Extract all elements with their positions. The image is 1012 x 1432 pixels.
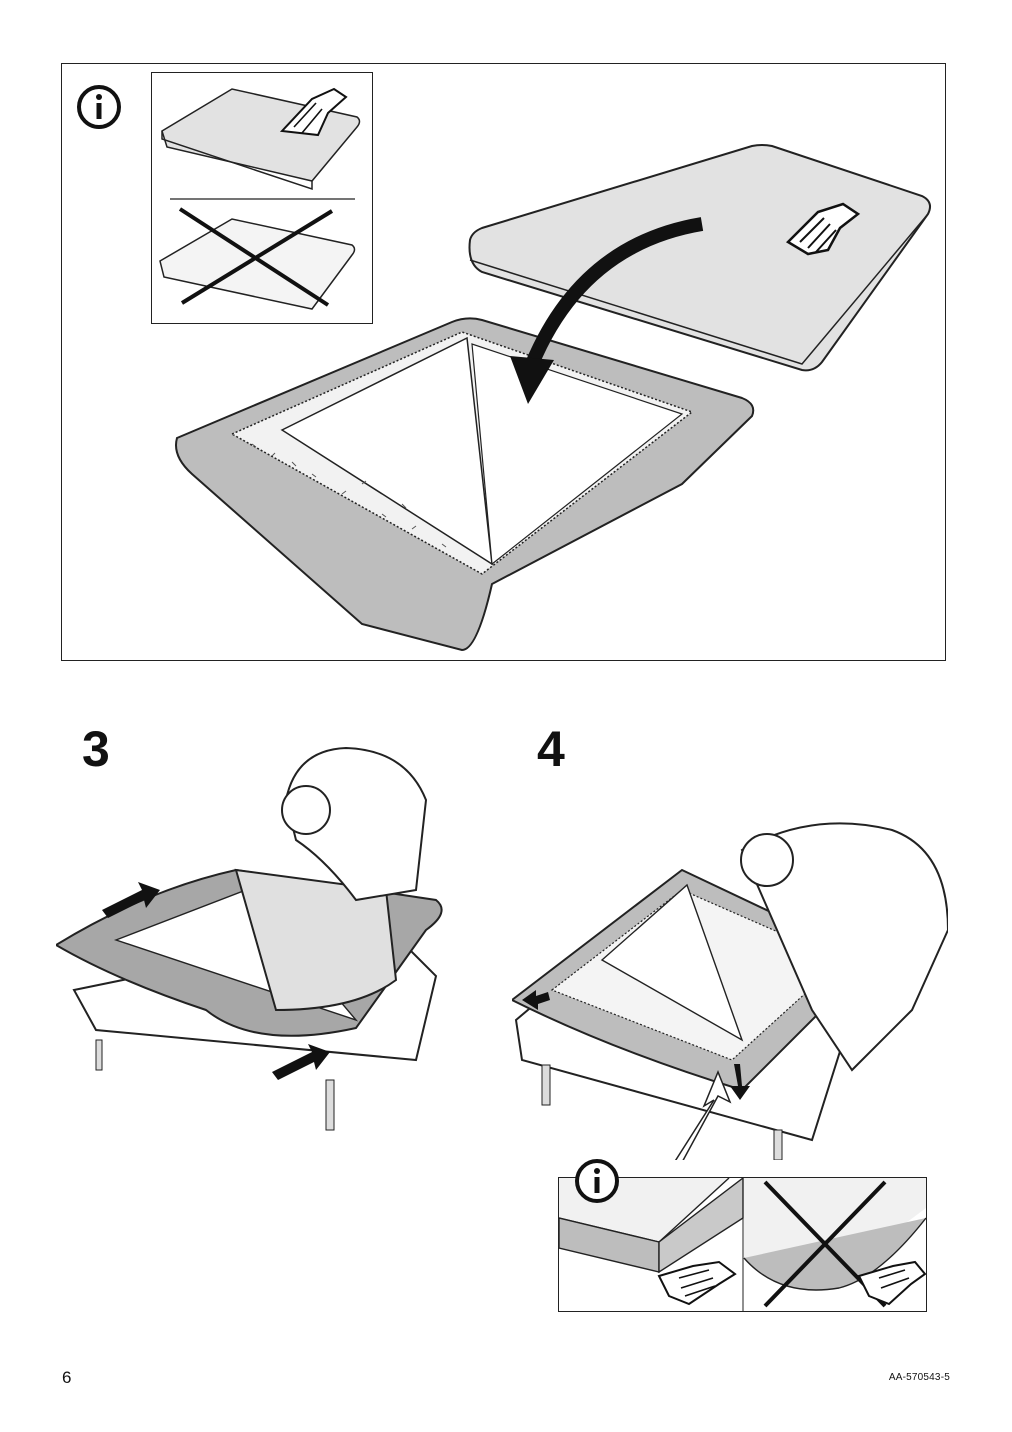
info-icon (76, 84, 122, 130)
pointing-hand-icon (279, 87, 348, 137)
pointing-hand-icon (657, 1260, 737, 1306)
step-number-3: 3 (82, 721, 110, 777)
instruction-panel-top (61, 63, 946, 661)
step-4-illustration (512, 810, 948, 1160)
pointing-hand-icon (857, 1260, 926, 1306)
step-3-illustration (56, 740, 456, 1140)
pointing-hand-icon (785, 202, 861, 256)
cushion-insert-illustration (175, 144, 931, 652)
info-icon (574, 1158, 620, 1204)
page-number: 6 (62, 1368, 72, 1387)
orientation-inset (151, 72, 373, 324)
step-number-4: 4 (537, 721, 565, 777)
document-code: AA-570543-5 (888, 1372, 950, 1383)
